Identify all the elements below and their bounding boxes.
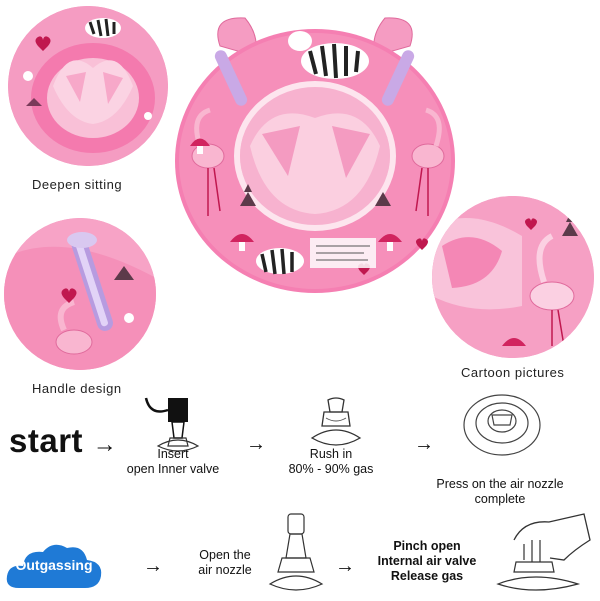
arrow-right-icon: → [335,555,355,577]
caption-cartoon-pictures: Cartoon pictures [461,365,565,380]
photo-cartoon-pictures [432,196,594,358]
heart-icon [525,218,537,230]
inflate-step-2: Rush in 80% - 90% gas [288,447,374,476]
outgassing-cloud-badge [5,540,103,599]
hand-pinch-valve-icon [494,510,594,596]
air-valve-icon [306,396,366,451]
product-main-image [170,6,460,301]
heart-icon [61,288,77,303]
heart-icon [416,238,428,250]
photo-deepen-sitting [8,6,168,166]
arrow-right-icon: → [143,555,163,577]
pump-icon [138,396,220,456]
inflate-step-1: Insert open Inner valve [126,447,220,476]
inflate-step-3: Press on the air nozzle complete [436,477,564,506]
deflate-step-1: Open the air nozzle [198,548,252,577]
deflate-step-2: Pinch open Internal air valve Release ga… [377,539,477,583]
air-nozzle-icon [268,508,324,596]
mushroom-icon [230,234,254,251]
arrow-right-icon: → [414,433,434,455]
heart-icon [35,36,51,51]
photo-handle-design [4,218,156,370]
start-label: start → [9,422,118,459]
outgassing-label: Outgassing [15,557,93,573]
zebra-icon [288,31,369,79]
flamingo-icon [529,233,575,347]
zebra-icon [256,248,304,275]
mushroom-icon [502,338,526,346]
caption-handle-design: Handle design [32,381,122,396]
air-valve-pressed-icon [462,391,542,457]
arrow-right-icon: → [246,433,266,455]
flamingo-icon [55,299,93,355]
zebra-icon [85,18,121,38]
arrow-right-icon: → [92,431,118,458]
caption-deepen-sitting: Deepen sitting [32,177,123,192]
flamingo-icon [411,107,445,216]
mushroom-icon [378,234,402,251]
mushroom-icon [190,138,210,154]
